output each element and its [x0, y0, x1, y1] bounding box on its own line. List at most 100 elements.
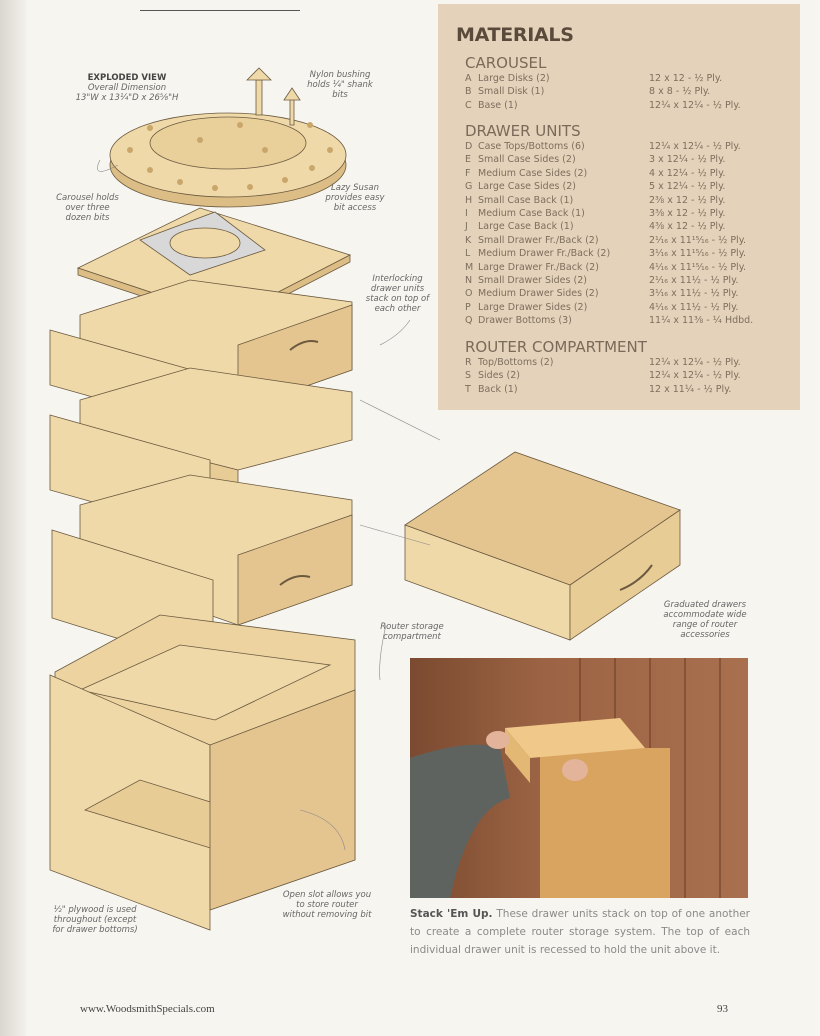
part-name: Case Tops/Bottoms (6)	[478, 141, 585, 152]
page-number: 93	[717, 1003, 728, 1015]
caption-lead: Stack 'Em Up.	[410, 908, 493, 920]
part-dims: 12¼ x 12¼ - ½ Ply.	[649, 370, 741, 382]
part-name: Large Case Back (1)	[478, 221, 574, 233]
materials-row: F Medium Case Sides (2) 4 x 12¼ - ½ Ply.	[465, 167, 795, 180]
part-dims: 2⅜ x 12 - ½ Ply.	[649, 194, 726, 206]
part-name: Medium Drawer Sides (2)	[478, 288, 599, 300]
part-letter: E	[465, 154, 472, 166]
scan-edge	[0, 0, 26, 1036]
part-name: Small Disk (1)	[478, 86, 545, 98]
part-letter: S	[465, 370, 472, 382]
part-letter: O	[465, 288, 473, 300]
exploded-view-heading: EXPLODED VIEW Overall Dimension 13"W x 1…	[72, 73, 182, 103]
materials-section-title: ROUTER COMPARTMENT	[465, 338, 647, 356]
part-letter: J	[465, 221, 468, 233]
part-dims: 12¼ x 12¼ - ½ Ply.	[649, 99, 741, 111]
part-name: Large Disks (2)	[478, 73, 550, 84]
part-letter: H	[465, 194, 473, 206]
materials-row: J Large Case Back (1) 4⅜ x 12 - ½ Ply.	[465, 220, 795, 233]
note-interlocking: Interlocking drawer units stack on top o…	[365, 274, 430, 314]
part-name: Small Drawer Fr./Back (2)	[478, 234, 599, 246]
materials-row: L Medium Drawer Fr./Back (2) 3¹⁄₁₆ x 11¹⁵⁄…	[465, 247, 795, 260]
part-name: Top/Bottoms (2)	[478, 357, 554, 368]
caption-text: These drawer units stack on top of one a…	[410, 908, 750, 956]
materials-row: D Case Tops/Bottoms (6) 12¼ x 12¼ - ½ Ply.	[465, 140, 795, 153]
part-dims: 4¹⁄₁₆ x 11½ - ½ Ply.	[649, 301, 739, 313]
part-name: Small Case Sides (2)	[478, 154, 576, 166]
part-name: Large Drawer Fr./Back (2)	[478, 261, 599, 273]
part-dims: 2¹⁄₁₆ x 11½ - ½ Ply.	[649, 275, 739, 286]
part-dims: 4¹⁄₁₆ x 11¹⁵⁄₁₆ - ½ Ply.	[649, 261, 746, 273]
part-letter: Q	[465, 315, 473, 327]
materials-row: H Small Case Back (1) 2⅜ x 12 - ½ Ply.	[465, 194, 795, 207]
materials-row: K Small Drawer Fr./Back (2) 2¹⁄₁₆ x 11¹⁵⁄₁…	[465, 234, 795, 247]
part-letter: K	[465, 234, 472, 246]
part-letter: C	[465, 99, 472, 111]
materials-row: T Back (1) 12 x 11¼ - ½ Ply.	[465, 383, 795, 396]
materials-row: Q Drawer Bottoms (3) 11¼ x 11⅜ - ¼ Hdbd.	[465, 314, 795, 327]
note-router-storage: Router storage compartment	[380, 622, 444, 642]
part-letter: F	[465, 167, 471, 179]
part-name: Back (1)	[478, 383, 518, 395]
photo-caption: Stack 'Em Up. These drawer units stack o…	[410, 905, 750, 959]
part-dims: 2¹⁄₁₆ x 11¹⁵⁄₁₆ - ½ Ply.	[649, 234, 746, 246]
part-name: Medium Case Sides (2)	[478, 167, 588, 179]
header-rule	[140, 10, 300, 11]
materials-row: C Base (1) 12¼ x 12¼ - ½ Ply.	[465, 99, 795, 112]
part-name: Medium Case Back (1)	[478, 208, 585, 219]
part-letter: G	[465, 181, 473, 193]
part-letter: I	[465, 208, 468, 219]
note-carousel: Carousel holds over three dozen bits	[56, 193, 119, 223]
part-dims: 3 x 12¼ - ½ Ply.	[649, 154, 726, 166]
part-letter: R	[465, 357, 472, 368]
part-name: Small Case Back (1)	[478, 194, 574, 206]
part-dims: 3¹⁄₁₆ x 11½ - ½ Ply.	[649, 288, 739, 300]
part-name: Base (1)	[478, 99, 518, 111]
part-letter: D	[465, 141, 473, 152]
stack-photo	[410, 658, 748, 898]
note-open-slot: Open slot allows you to store router wit…	[282, 890, 372, 920]
part-name: Large Case Sides (2)	[478, 181, 576, 193]
note-nylon-bushing: Nylon bushing holds ¼" shank bits	[307, 70, 373, 100]
part-dims: 8 x 8 - ½ Ply.	[649, 86, 711, 98]
note-plywood: ½" plywood is used throughout (except fo…	[52, 905, 138, 935]
exploded-view-title: EXPLODED VIEW	[87, 73, 167, 83]
part-name: Drawer Bottoms (3)	[478, 315, 572, 327]
part-dims: 12 x 12 - ½ Ply.	[649, 73, 723, 84]
part-name: Small Drawer Sides (2)	[478, 275, 587, 286]
part-letter: A	[465, 73, 472, 84]
materials-row: O Medium Drawer Sides (2) 3¹⁄₁₆ x 11½ - ½ …	[465, 287, 795, 300]
materials-row: G Large Case Sides (2) 5 x 12¼ - ½ Ply.	[465, 180, 795, 193]
part-dims: 12¼ x 12¼ - ½ Ply.	[649, 357, 741, 368]
materials-title: MATERIALS	[456, 24, 574, 46]
part-dims: 5 x 12¼ - ½ Ply.	[649, 181, 726, 193]
part-dims: 4⅜ x 12 - ½ Ply.	[649, 221, 726, 233]
part-dims: 3⅜ x 12 - ½ Ply.	[649, 208, 726, 219]
part-dims: 12 x 11¼ - ½ Ply.	[649, 383, 732, 395]
part-dims: 11¼ x 11⅜ - ¼ Hdbd.	[649, 315, 754, 327]
part-letter: M	[465, 261, 474, 273]
part-letter: P	[465, 301, 471, 313]
note-lazy-susan: Lazy Susan provides easy bit access	[325, 183, 385, 213]
note-graduated-drawers: Graduated drawers accommodate wide range…	[663, 600, 747, 640]
part-letter: T	[465, 383, 471, 395]
part-dims: 12¼ x 12¼ - ½ Ply.	[649, 141, 741, 152]
carousel	[109, 67, 347, 208]
part-name: Medium Drawer Fr./Back (2)	[478, 248, 611, 260]
materials-row: I Medium Case Back (1) 3⅜ x 12 - ½ Ply.	[465, 207, 795, 220]
materials-section-title: CAROUSEL	[465, 54, 547, 72]
part-dims: 4 x 12¼ - ½ Ply.	[649, 167, 726, 179]
materials-section-title: DRAWER UNITS	[465, 122, 581, 140]
overall-dimensions: 13"W x 13¼"D x 26⅝"H	[75, 93, 179, 103]
footer-url: www.WoodsmithSpecials.com	[80, 1003, 215, 1015]
part-dims: 3¹⁄₁₆ x 11¹⁵⁄₁₆ - ½ Ply.	[649, 248, 746, 260]
part-letter: B	[465, 86, 472, 98]
part-letter: L	[465, 248, 471, 260]
materials-row: M Large Drawer Fr./Back (2) 4¹⁄₁₆ x 11¹⁵⁄₁…	[465, 261, 795, 274]
materials-row: A Large Disks (2) 12 x 12 - ½ Ply.	[465, 72, 795, 85]
exploded-view-illustration	[49, 67, 681, 931]
